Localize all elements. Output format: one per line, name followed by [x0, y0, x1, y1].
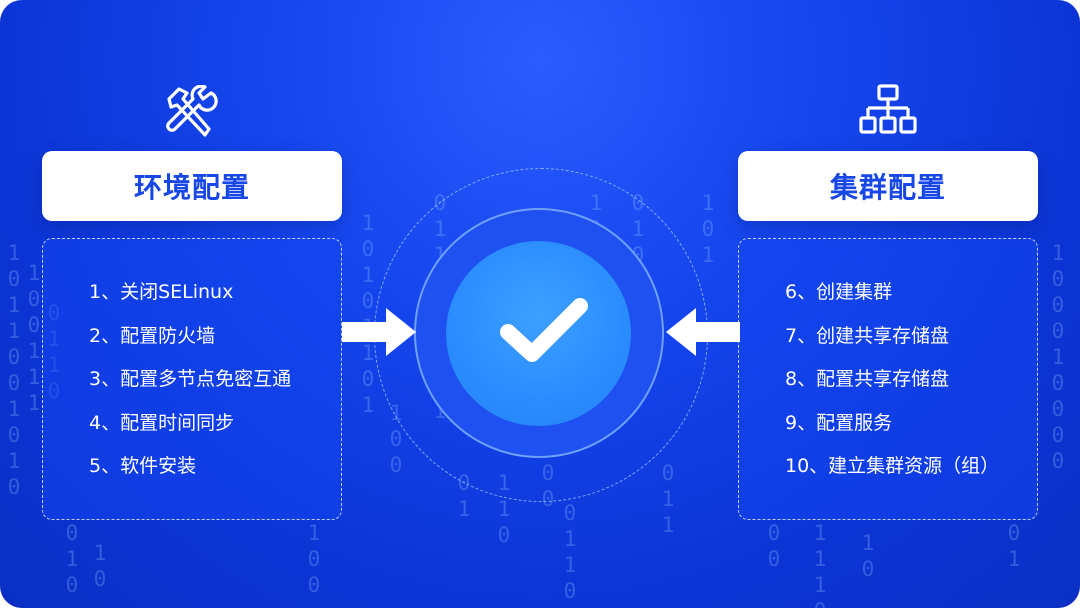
cluster-config-steps-box: 6、创建集群 7、创建共享存储盘 8、配置共享存储盘 9、配置服务 10、建立集… — [738, 238, 1038, 520]
cluster-config-title: 集群配置 — [829, 171, 946, 204]
tools-icon — [166, 85, 218, 137]
env-step-item: 2、配置防火墙 — [89, 324, 216, 347]
cluster-step-item: 8、配置共享存储盘 — [785, 368, 950, 390]
env-config-title-card: 环境配置 — [42, 151, 342, 221]
cluster-config-title-card: 集群配置 — [738, 151, 1038, 221]
cluster-step-item: 6、创建集群 — [785, 281, 893, 303]
env-step-item: 1、关闭SELinux — [89, 281, 234, 303]
cluster-config-steps-list: 6、创建集群 7、创建共享存储盘 8、配置共享存储盘 9、配置服务 10、建立集… — [785, 271, 999, 489]
cluster-step-item: 9、配置服务 — [785, 411, 893, 434]
check-icon — [500, 298, 588, 362]
env-step-item: 5、软件安装 — [89, 455, 197, 477]
cluster-step-item: 10、建立集群资源（组） — [785, 455, 1000, 477]
env-config-steps-box: 1、关闭SELinux 2、配置防火墙 3、配置多节点免密互通 4、配置时间同步… — [42, 238, 342, 520]
left-to-center-arrow — [342, 308, 416, 356]
env-step-item: 3、配置多节点免密互通 — [89, 368, 292, 390]
env-config-steps-list: 1、关闭SELinux 2、配置防火墙 3、配置多节点免密互通 4、配置时间同步… — [89, 271, 291, 489]
cluster-step-item: 7、创建共享存储盘 — [785, 324, 950, 347]
env-step-item: 4、配置时间同步 — [89, 411, 235, 434]
center-core-circle — [446, 241, 631, 426]
right-to-center-arrow — [666, 308, 740, 356]
env-config-title: 环境配置 — [133, 171, 250, 204]
cluster-hierarchy-icon — [859, 84, 917, 134]
